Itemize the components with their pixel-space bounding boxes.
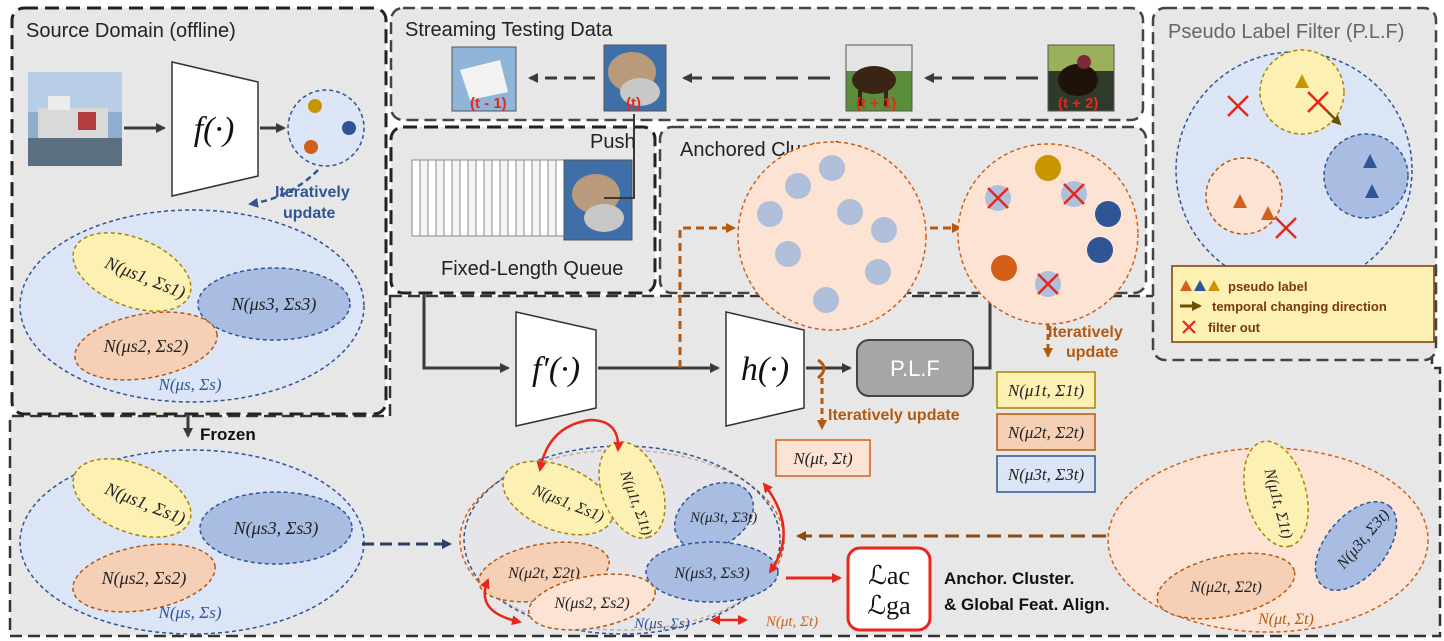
plf-filter-marks xyxy=(1227,91,1329,239)
source-mixture-label: N(μs, Σs) xyxy=(157,375,221,394)
frame-label-t: (t) xyxy=(626,95,641,112)
head-h-trapezoid xyxy=(725,311,805,427)
frozen-gaussian-s3 xyxy=(199,491,353,565)
frame-label-t-plus-1: (t + 1) xyxy=(856,95,896,112)
cluster-filter-marks xyxy=(987,183,1085,295)
source-image-thumbnail xyxy=(28,72,122,166)
align-target-label: N(μt, Σt) xyxy=(765,614,818,630)
frozen-gaussian-s1 xyxy=(72,458,192,538)
source-gaussian-s2-label: N(μs2, Σs2) xyxy=(103,336,189,357)
plf-legend xyxy=(1171,265,1435,343)
iterative-update-right-2: update xyxy=(1066,344,1119,361)
align-gaussian-s2-label: N(μs2, Σs2) xyxy=(553,595,629,612)
target-gaussian-box-3 xyxy=(996,455,1096,493)
align-gaussian-t2-label: N(μ2t, Σ2t) xyxy=(507,565,580,582)
legend-temporal-direction: temporal changing direction xyxy=(1212,299,1387,314)
source-gaussian-s1 xyxy=(72,232,192,312)
target-gaussian-box-2-label: N(μ2t, Σ2t) xyxy=(1007,423,1085,442)
right-gaussian-t1 xyxy=(1243,440,1309,548)
source-domain-title: Source Domain (offline) xyxy=(26,20,236,42)
right-gaussian-t3 xyxy=(1314,500,1398,592)
frozen-gaussian-s3-label: N(μs3, Σs3) xyxy=(233,518,319,539)
frame-label-t-minus-1: (t - 1) xyxy=(470,95,507,112)
legend-filter-out: filter out xyxy=(1208,320,1261,335)
frame-t-plus-2 xyxy=(1047,44,1115,112)
source-gaussian-s2 xyxy=(74,311,218,381)
align-gaussian-t3 xyxy=(673,481,755,551)
encoder-f-label: f(·) xyxy=(194,111,235,148)
encoder-f-prime-trapezoid xyxy=(515,311,597,427)
align-gaussian-t3-label: N(μ3t, Σ3t) xyxy=(689,510,757,526)
encoder-f-trapezoid xyxy=(171,61,259,197)
frame-t-plus-1 xyxy=(845,44,913,112)
frame-t xyxy=(603,44,667,112)
right-mixture-label: N(μt, Σt) xyxy=(1257,611,1314,628)
frame-label-t-plus-2: (t + 2) xyxy=(1058,95,1098,112)
loss-box xyxy=(846,546,932,632)
legend-pseudo-label: pseudo label xyxy=(1228,279,1307,294)
feature-dot-orange xyxy=(304,140,318,154)
head-h-label: h(·) xyxy=(741,351,789,388)
iterative-update-right-1: Iteratively xyxy=(1048,324,1123,341)
queue-label: Fixed-Length Queue xyxy=(441,258,623,280)
feature-dot-blue xyxy=(342,121,356,135)
align-source-label: N(μs, Σs) xyxy=(633,616,690,632)
right-gaussian-t2 xyxy=(1156,552,1296,620)
push-label: Push xyxy=(590,131,636,153)
frozen-label: Frozen xyxy=(200,425,256,444)
source-gaussian-s3 xyxy=(197,267,351,341)
align-gaussian-s3-label: N(μs3, Σs3) xyxy=(673,565,749,582)
iterative-update-blue-1: Iteratively xyxy=(275,184,350,201)
align-caption-1: Anchor. Cluster. xyxy=(944,569,1074,588)
streaming-title: Streaming Testing Data xyxy=(405,19,613,41)
frozen-gaussian-s2-label: N(μs2, Σs2) xyxy=(101,568,187,589)
source-gaussian-s3-label: N(μs3, Σs3) xyxy=(231,294,317,315)
loss-ga: ℒga xyxy=(867,591,911,620)
plf-title: Pseudo Label Filter (P.L.F) xyxy=(1168,21,1404,43)
legend-filter-icon xyxy=(1182,320,1196,334)
loss-ac: ℒac xyxy=(868,561,910,590)
fixed-length-queue-stack xyxy=(411,159,633,241)
frozen-gaussian-s2 xyxy=(72,543,216,613)
target-gaussian-box-3-label: N(μ3t, Σ3t) xyxy=(1007,465,1085,484)
target-gaussian-box-2 xyxy=(996,413,1096,451)
feature-dot-gold xyxy=(308,99,322,113)
streaming-panel xyxy=(389,6,1145,122)
iterative-update-orange: Iteratively update xyxy=(828,407,960,424)
encoder-f-prime-label: f′(·) xyxy=(532,351,580,388)
right-gaussian-t2-label: N(μ2t, Σ2t) xyxy=(1189,579,1262,596)
align-gaussian-s1 xyxy=(502,460,614,536)
align-gaussian-s2 xyxy=(528,573,656,631)
target-global-gaussian-box xyxy=(775,439,871,477)
frozen-mixture-label: N(μs, Σs) xyxy=(157,603,221,622)
iterative-update-blue-2: update xyxy=(283,205,336,222)
target-gaussian-box-1 xyxy=(996,371,1096,409)
plf-box-label: P.L.F xyxy=(890,356,940,381)
target-gaussian-box-1-label: N(μ1t, Σ1t) xyxy=(1007,381,1085,400)
target-global-gaussian-label: N(μt, Σt) xyxy=(792,449,853,468)
align-caption-2: & Global Feat. Align. xyxy=(944,595,1110,614)
frame-t-minus-1 xyxy=(451,46,517,112)
